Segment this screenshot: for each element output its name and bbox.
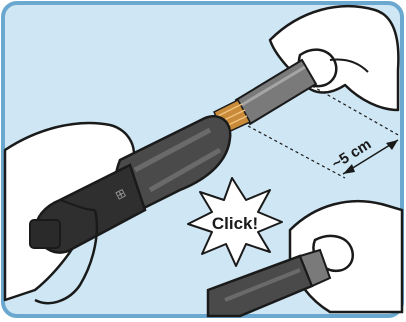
click-label: Click!	[212, 214, 258, 233]
